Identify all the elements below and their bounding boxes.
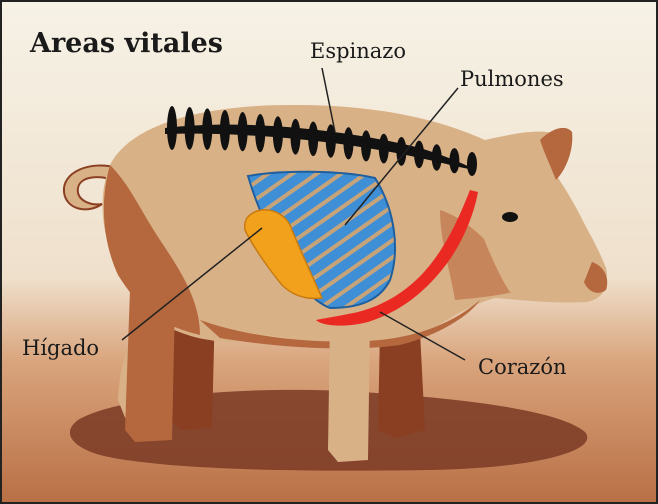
label-liver: Hígado (22, 336, 99, 360)
vertebra (379, 134, 389, 164)
vertebra (308, 122, 318, 157)
vertebra (432, 144, 442, 170)
vertebra (291, 119, 301, 155)
vertebra (255, 114, 265, 152)
label-spine: Espinazo (310, 39, 406, 63)
vertebra (449, 148, 459, 173)
vertebra (414, 141, 424, 169)
pig-eye (502, 212, 518, 222)
label-heart: Corazón (478, 355, 567, 379)
vertebra (467, 152, 477, 176)
vertebra (344, 127, 354, 159)
near-front-leg (328, 320, 370, 462)
near-hind-leg (125, 290, 175, 442)
diagram-title: Areas vitales (29, 28, 223, 59)
vertebra (238, 112, 248, 151)
vertebra (167, 106, 177, 150)
vertebra (273, 116, 283, 153)
vertebra (202, 108, 212, 150)
vertebra (220, 110, 230, 150)
vertebra (361, 130, 371, 161)
vertebra (185, 107, 195, 150)
label-lungs: Pulmones (460, 67, 564, 91)
